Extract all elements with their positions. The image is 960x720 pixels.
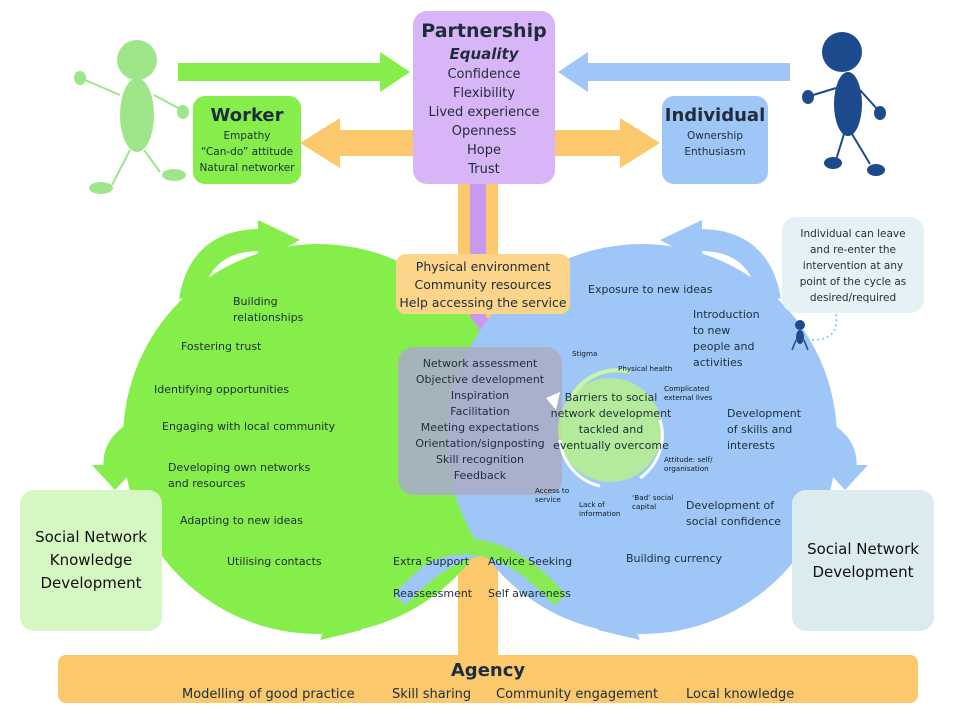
environment-box: Physical environment Community resources… (396, 254, 570, 314)
green-arrow-right (178, 52, 410, 92)
partnership-box: Partnership Equality Confidence Flexibil… (413, 11, 555, 184)
blue-arrowhead-right (822, 465, 868, 490)
center-item: Objective development (415, 373, 545, 386)
label-advice-seeking: Advice Seeking (488, 555, 573, 568)
agency-item: Local knowledge (686, 687, 795, 702)
partnership-title: Partnership (421, 20, 547, 42)
note-box: Individual can leave and re-enter the in… (782, 217, 924, 313)
partnership-subtitle: Equality (449, 45, 519, 63)
center-item: Meeting expectations (420, 421, 540, 434)
green-arrowhead-left (92, 465, 138, 490)
blue-item-introduction: Introduction to new people and activitie… (693, 308, 760, 369)
partnership-item: Hope (467, 143, 501, 158)
green-item-developing-networks: Developing own networks and resources (168, 461, 311, 490)
blue-arrow-right (805, 414, 857, 472)
barrier-arc-2 (639, 419, 664, 480)
green-item-building-relationships: Building relationships (233, 295, 304, 324)
barrier-arc-3 (558, 439, 601, 488)
partnership-item: Flexibility (452, 86, 516, 101)
worker-item: Natural networker (199, 162, 295, 174)
individual-title: Individual (664, 105, 766, 126)
label-reassessment: Reassessment (393, 587, 473, 600)
worker-item: “Can-do” attitude (200, 146, 294, 158)
agency-item: Community engagement (496, 687, 659, 702)
green-circle (123, 244, 513, 634)
center-item: Network assessment (422, 357, 538, 370)
worker-item: Empathy (223, 130, 271, 142)
blue-item-currency: Building currency (626, 552, 723, 565)
blue-item-confidence: Development of social confidence (686, 499, 782, 528)
partnership-item: Openness (451, 124, 517, 139)
worker-title: Worker (210, 105, 284, 126)
green-item-utilising-contacts: Utilising contacts (227, 555, 322, 568)
blue-item-skills: Development of skills and interests (727, 407, 802, 452)
barrier-physical-health: Physical health (618, 364, 673, 373)
outcome-left-box: Social Network Knowledge Development (20, 490, 162, 631)
barrier-complicated-lives: Complicated external lives (664, 384, 713, 402)
barrier-access: Access to service (535, 486, 570, 504)
barrier-bad-capital: ‘Bad’ social capital (632, 493, 674, 511)
green-item-fostering-trust: Fostering trust (181, 340, 262, 353)
individual-item: Ownership (687, 130, 743, 142)
blue-arrow-left (558, 52, 790, 92)
outcome-left-text: Social Network Knowledge Development (35, 528, 147, 592)
individual-figure (802, 32, 886, 176)
agency-item: Skill sharing (392, 687, 472, 702)
center-item: Skill recognition (436, 453, 524, 466)
green-item-identifying-opportunities: Identifying opportunities (154, 383, 290, 396)
agency-item: Modelling of good practice (182, 687, 355, 702)
label-extra-support: Extra Support (393, 555, 470, 568)
worker-box: Worker Empathy “Can-do” attitude Natural… (193, 96, 301, 184)
center-item: Feedback (453, 469, 507, 482)
barriers-text: Barriers to social network development t… (550, 391, 672, 452)
barrier-arrowhead-1 (546, 392, 560, 410)
barrier-arc-1 (568, 368, 631, 401)
center-item: Facilitation (450, 405, 510, 418)
label-self-awareness: Self awareness (488, 587, 571, 600)
center-item: Inspiration (450, 389, 510, 402)
blue-arrow-top (699, 229, 781, 303)
outcome-right-box: Social Network Development (792, 490, 934, 631)
barrier-lack-info: Lack of information (579, 500, 621, 518)
environment-item: Community resources (414, 277, 552, 292)
green-arrow-top (179, 229, 261, 303)
center-box-bg (398, 347, 562, 495)
blue-arrowhead-top (660, 220, 702, 262)
barrier-stigma: Stigma (572, 349, 598, 358)
barriers-circle (558, 378, 662, 482)
note-line: Individual can leave (800, 228, 906, 240)
outcome-right-text: Social Network Development (807, 539, 919, 581)
green-arrow-left (103, 414, 155, 472)
partnership-item: Trust (468, 162, 500, 177)
cycle-arrowhead-green (395, 545, 428, 575)
green-arrowhead-top (258, 220, 300, 262)
barrier-attitude: Attitude: self/ organisation (664, 455, 713, 473)
center-box: Network assessment Objective development… (398, 356, 562, 484)
blue-arrowhead-bottom (598, 596, 640, 640)
worker-figure (74, 40, 189, 194)
environment-item: Physical environment (415, 259, 551, 274)
partnership-item: Confidence (447, 67, 521, 82)
blue-item-exposure: Exposure to new ideas (588, 283, 713, 296)
cycle-arrowhead-blue (532, 545, 565, 575)
environment-item: Help accessing the service (399, 295, 567, 310)
partnership-item: Lived experience (428, 105, 540, 120)
center-item: Orientation/signposting (415, 437, 545, 450)
cycle-arrow-green (411, 538, 567, 606)
agency-bar (58, 655, 918, 703)
individual-item: Enthusiasm (684, 146, 746, 158)
note-line: and re-enter the (809, 244, 896, 256)
note-line: intervention at any (802, 260, 904, 272)
green-item-engaging-community: Engaging with local community (162, 420, 336, 433)
agency-title: Agency (450, 660, 526, 681)
green-item-adapting-ideas: Adapting to new ideas (180, 514, 303, 527)
individual-box: Individual Ownership Enthusiasm (662, 96, 768, 184)
note-line: point of the cycle as (799, 276, 907, 288)
green-arrowhead-bottom (320, 596, 362, 640)
note-line: desired/required (809, 292, 897, 304)
